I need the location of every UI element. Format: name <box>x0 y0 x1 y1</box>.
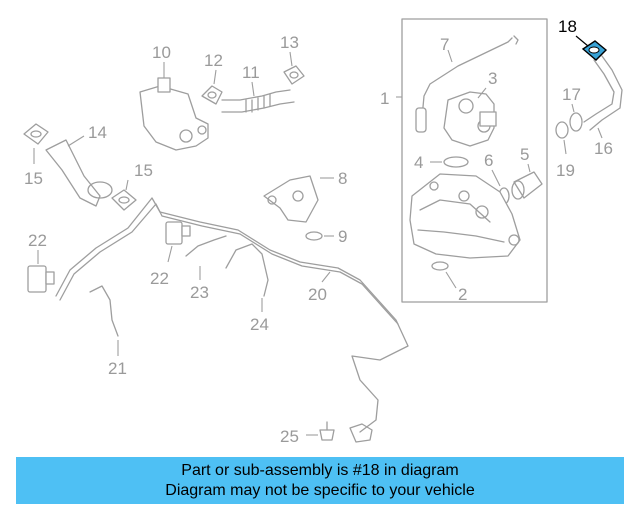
part-25-connector <box>306 421 373 443</box>
callout-22b: 22 <box>28 231 47 250</box>
callout-19: 19 <box>556 161 575 180</box>
part-4-oring <box>443 156 469 168</box>
callout-11: 11 <box>242 63 260 82</box>
callout-23: 23 <box>190 283 209 302</box>
banner-line-1: Part or sub-assembly is #18 in diagram <box>181 461 459 479</box>
callout-7: 7 <box>440 35 449 54</box>
info-banner: Part or sub-assembly is #18 in diagram D… <box>16 457 624 504</box>
callout-21: 21 <box>108 359 127 378</box>
part-19-gasket <box>555 121 569 139</box>
part-21-hose <box>89 285 119 337</box>
callout-20: 20 <box>308 285 327 304</box>
callout-25: 25 <box>280 427 299 446</box>
part-23-hose <box>185 235 227 257</box>
callout-1: 1 <box>380 89 389 108</box>
part-24-hose <box>225 243 269 297</box>
part-22a-sensor <box>165 221 191 263</box>
callout-13: 13 <box>280 33 299 52</box>
part-17-clamp <box>569 112 583 132</box>
part-7-tube <box>415 35 519 133</box>
part-16-hose <box>583 55 623 139</box>
callout-22a: 22 <box>150 269 169 288</box>
callout-4: 4 <box>414 153 423 172</box>
part-15a-gasket <box>23 123 49 164</box>
part-9-oring <box>305 231 323 241</box>
part-18-gasket-highlighted[interactable] <box>575 35 608 61</box>
assembly-box <box>401 18 548 303</box>
banner-line-2: Diagram may not be specific to your vehi… <box>165 481 475 499</box>
part-2-gasket <box>431 261 449 271</box>
part-10-egr-valve <box>139 62 209 151</box>
part-12-gasket <box>201 69 223 105</box>
part-8-bracket <box>263 175 334 223</box>
callout-14: 14 <box>88 123 107 142</box>
callout-5: 5 <box>520 145 529 164</box>
callout-3: 3 <box>488 69 497 88</box>
callout-6: 6 <box>484 151 493 170</box>
callout-8: 8 <box>338 169 347 188</box>
callout-17: 17 <box>562 85 581 104</box>
part-14-pipe <box>45 135 113 207</box>
callout-12: 12 <box>204 51 223 70</box>
callout-2: 2 <box>458 285 467 304</box>
callout-16: 16 <box>594 139 613 158</box>
callout-15a: 15 <box>24 169 43 188</box>
part-15b-gasket <box>111 179 137 211</box>
callout-24: 24 <box>250 315 269 334</box>
callout-15b: 15 <box>134 161 153 180</box>
callout-9: 9 <box>338 227 347 246</box>
part-11-pipe <box>221 81 295 113</box>
part-1-housing <box>409 173 521 259</box>
part-3-valve <box>443 87 497 147</box>
part-5-coupler <box>511 163 543 200</box>
part-20-vacuum-line <box>55 197 409 433</box>
callout-10: 10 <box>152 43 171 62</box>
part-22b-sensor <box>27 250 55 293</box>
callout-18[interactable]: 18 <box>558 17 577 36</box>
part-13-gasket <box>283 51 305 85</box>
